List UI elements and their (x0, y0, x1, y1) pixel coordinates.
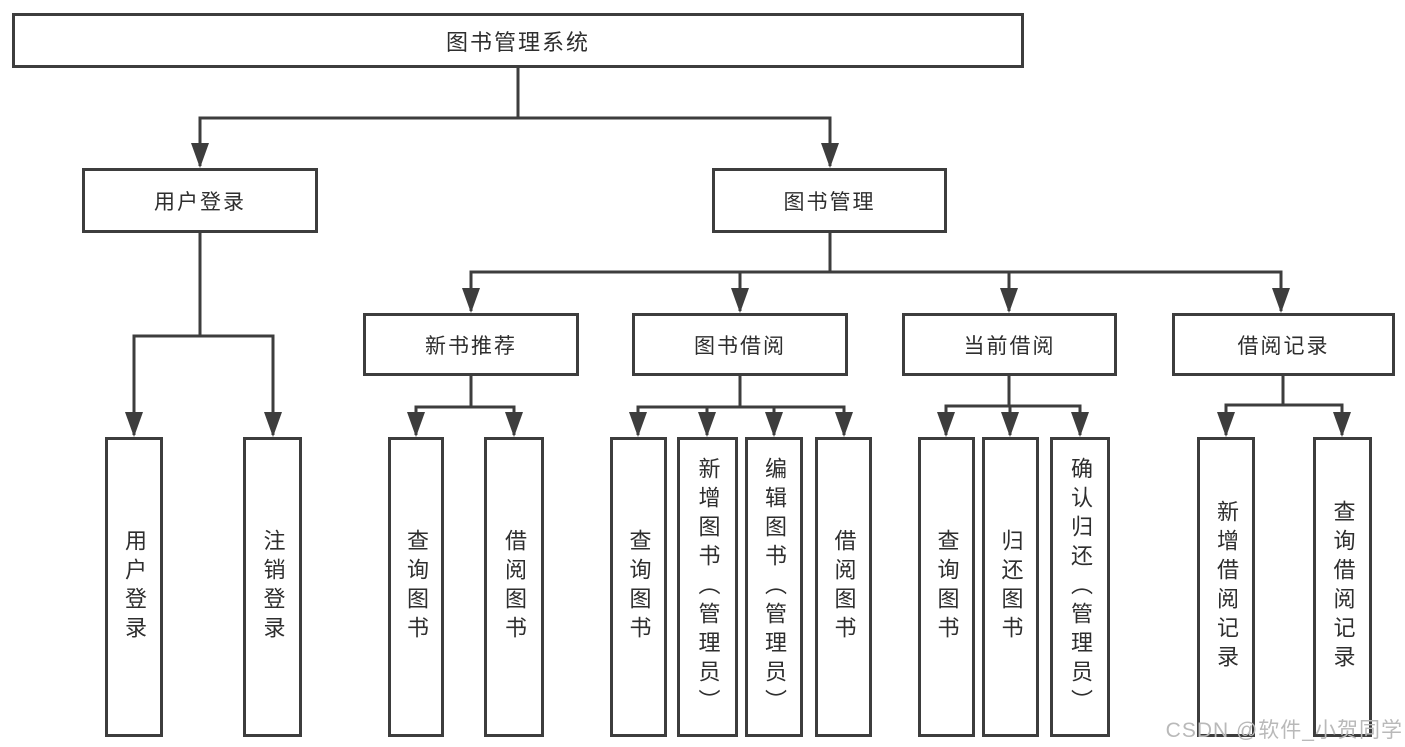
arrow-down-icon (1217, 412, 1235, 437)
arrow-down-icon (505, 412, 523, 437)
connector-user-login-children (132, 231, 275, 435)
leaf-logout-login: 注销登录 (243, 437, 302, 737)
node-label: 图书借阅 (694, 334, 786, 358)
arrow-down-icon (191, 143, 209, 168)
node-label: 当前借阅 (963, 334, 1056, 358)
leaf-confirm-return-admin: 确认归还（管理员） (1050, 437, 1110, 737)
node-user-login: 用户登录 (82, 168, 318, 233)
watermark: CSDN @软件_小贺同学 (1165, 719, 1403, 742)
leaf-add-books-admin: 新增图书（管理员） (677, 437, 738, 737)
arrow-down-icon (407, 412, 425, 437)
node-label: 图书管理系统 (445, 29, 590, 55)
node-label: 图书管理 (783, 190, 876, 214)
node-label: 新增借阅记录 (1214, 500, 1239, 674)
leaf-borrow-books-recommend: 借阅图书 (484, 437, 544, 737)
arrow-down-icon (1333, 412, 1351, 437)
arrow-down-icon (462, 288, 480, 313)
connector-book-borrow-children (636, 376, 846, 435)
node-label: 借阅图书 (502, 529, 527, 645)
node-label: 新书推荐 (425, 334, 517, 358)
leaf-query-books-borrow: 查询图书 (610, 437, 667, 737)
node-label: 借阅图书 (831, 529, 857, 645)
connector-book-management-children (469, 231, 1283, 311)
node-new-book-recommend: 新书推荐 (363, 313, 579, 376)
arrow-down-icon (264, 412, 282, 437)
node-book-borrow: 图书借阅 (632, 313, 848, 376)
connector-root-to-level2 (198, 68, 832, 166)
connector-borrow-records-children (1224, 376, 1344, 435)
node-label: 编辑图书（管理员） (762, 456, 787, 718)
arrow-down-icon (125, 412, 143, 437)
connector-new-book-recommend-children (414, 376, 516, 435)
arrow-down-icon (765, 412, 783, 437)
node-label: 确认归还（管理员） (1068, 456, 1093, 718)
leaf-edit-books-admin: 编辑图书（管理员） (745, 437, 803, 737)
arrow-down-icon (835, 412, 853, 437)
leaf-query-borrow-record: 查询借阅记录 (1313, 437, 1372, 737)
node-label: 归还图书 (998, 529, 1024, 645)
node-label: 借阅记录 (1237, 334, 1330, 358)
arrow-down-icon (731, 288, 749, 313)
node-label: 查询图书 (934, 529, 960, 645)
leaf-query-books-recommend: 查询图书 (388, 437, 444, 737)
arrow-down-icon (1272, 288, 1290, 313)
leaf-borrow-books-borrow: 借阅图书 (815, 437, 872, 737)
node-label: 用户登录 (122, 529, 147, 645)
leaf-add-borrow-record: 新增借阅记录 (1197, 437, 1255, 737)
arrow-down-icon (937, 412, 955, 437)
node-library-management-system: 图书管理系统 (12, 13, 1024, 68)
arrow-down-icon (1000, 288, 1018, 313)
node-label: 注销登录 (260, 529, 286, 645)
leaf-user-login: 用户登录 (105, 437, 163, 737)
arrow-down-icon (1001, 412, 1019, 437)
node-label: 查询图书 (404, 529, 429, 645)
arrowheads (125, 143, 1351, 437)
arrow-down-icon (821, 143, 839, 168)
arrow-down-icon (1071, 412, 1089, 437)
node-label: 查询借阅记录 (1330, 500, 1356, 674)
node-current-borrow: 当前借阅 (902, 313, 1117, 376)
leaf-query-books-current: 查询图书 (918, 437, 975, 737)
arrow-down-icon (698, 412, 716, 437)
leaf-return-books: 归还图书 (982, 437, 1039, 737)
node-label: 用户登录 (154, 190, 246, 214)
node-label: 新增图书（管理员） (695, 456, 721, 718)
node-borrow-records: 借阅记录 (1172, 313, 1395, 376)
node-label: 查询图书 (626, 529, 652, 645)
node-book-management: 图书管理 (712, 168, 947, 233)
arrow-down-icon (629, 412, 647, 437)
